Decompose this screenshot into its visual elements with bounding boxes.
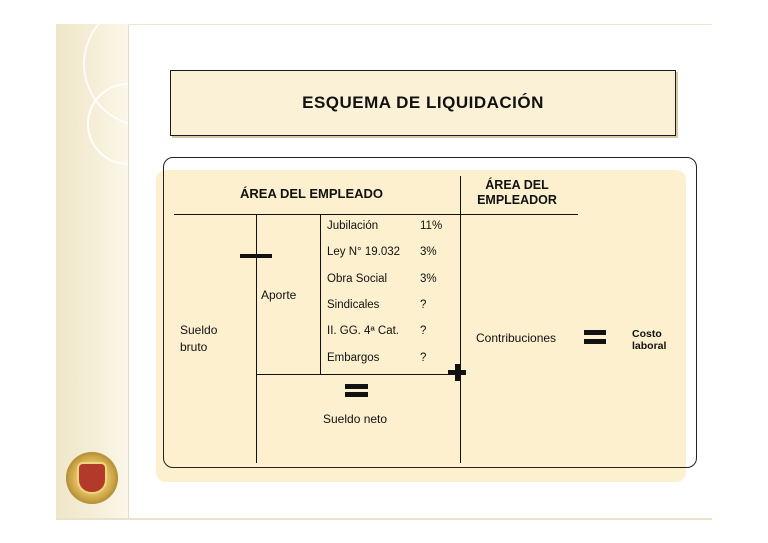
bottom-rule [56,518,712,520]
labor-cost-line1: Costo [632,328,662,340]
aporte-bracket-line [320,214,321,374]
contributions-label: Contribuciones [476,331,557,345]
deduction-value: ? [420,352,427,364]
university-seal-logo [66,452,118,504]
employer-divider-line [460,176,461,463]
plus-sign-icon-vertical [454,364,460,381]
deduction-name: II. GG. 4ª Cat. [327,325,399,337]
deduction-value: ? [420,325,427,337]
labor-cost-line2: laboral [632,340,667,352]
diagram-frame [163,157,697,468]
deduction-name: Embargos [327,352,380,364]
minus-sign-icon [240,254,272,258]
deduction-value: 3% [420,246,437,258]
deduction-value: ? [420,299,427,311]
deduction-name: Ley N° 19.032 [327,246,401,258]
gross-bracket-line [256,214,257,463]
title-box: ESQUEMA DE LIQUIDACIÓN [170,70,676,136]
deduction-name: Sindicales [327,299,380,311]
deduction-value: 3% [420,273,437,285]
labor-cost-label: Costo laboral [632,328,666,352]
gross-salary-line2: bruto [180,340,208,354]
decorative-arcs [83,24,128,165]
equals-cost-icon-bottom [584,339,606,344]
diagram-background [156,170,686,482]
equals-sign-icon-bottom [345,392,368,397]
net-salary-label: Sueldo neto [323,412,388,426]
top-rule [128,24,712,25]
employee-area-header: ÁREA DEL EMPLEADO [240,186,384,201]
employer-area-header-line1: ÁREA DEL [485,178,549,192]
header-rule [174,214,578,215]
deductions-total-rule [256,374,460,375]
band-divider [128,24,129,520]
aporte-label: Aporte [261,288,297,302]
seal-shield-icon [79,464,105,492]
gross-salary-line1: Sueldo [180,323,218,337]
equals-sign-icon-top [345,384,368,389]
slide-title: ESQUEMA DE LIQUIDACIÓN [302,93,544,112]
deduction-name: Jubilación [327,220,379,232]
deduction-name: Obra Social [327,273,388,285]
employer-area-header-line2: EMPLEADOR [477,193,557,207]
gross-salary-label: Sueldo bruto [180,322,217,356]
deduction-value: 11% [420,220,443,232]
slide: ESQUEMA DE LIQUIDACIÓN ÁREA DEL EMPLEADO… [56,24,712,520]
employer-area-header: ÁREA DEL EMPLEADOR [462,178,572,208]
equals-cost-icon-top [584,330,606,335]
